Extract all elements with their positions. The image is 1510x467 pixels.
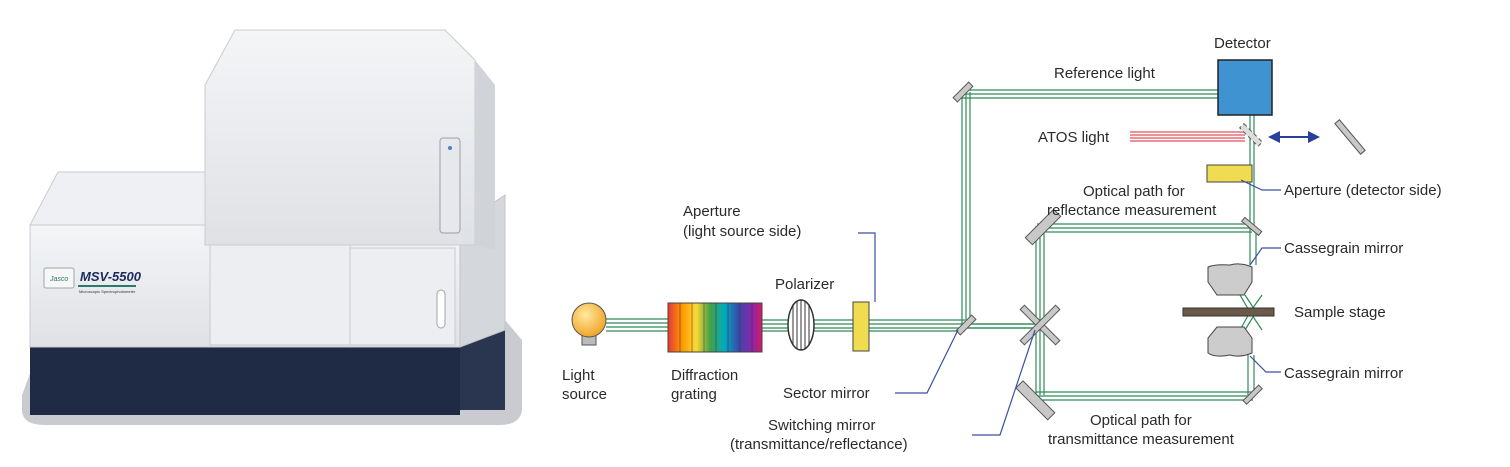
label-polarizer: Polarizer	[775, 276, 834, 293]
diffraction-grating	[667, 302, 763, 353]
model-subtitle: Microscopic Spectrophotometer	[79, 289, 136, 294]
label-switching-mirror-2: (transmittance/reflectance)	[730, 436, 908, 453]
label-diffraction-grating: Diffraction	[671, 367, 738, 384]
sample-stage	[1182, 307, 1275, 317]
label-aperture-detector: Aperture (detector side)	[1284, 182, 1442, 199]
optical-beams	[606, 89, 1263, 401]
label-sample-stage: Sample stage	[1294, 304, 1386, 321]
leader-lines	[858, 179, 1281, 436]
control-panel	[439, 137, 461, 234]
reflectance-mirror-right	[1240, 216, 1263, 237]
aperture-light-source	[852, 301, 870, 352]
polarizer	[787, 299, 815, 351]
brand-logo: Jasco	[49, 276, 68, 283]
model-name: MSV-5500	[80, 269, 142, 284]
reference-beam	[961, 89, 1218, 325]
labels: Light source Diffraction grating Polariz…	[562, 35, 1442, 453]
label-reference-light: Reference light	[1054, 65, 1156, 82]
atos-switch-mirror	[1238, 122, 1264, 148]
light-source	[571, 302, 607, 346]
instrument-base	[30, 345, 460, 415]
reference-mirror	[952, 81, 974, 103]
label-cassegrain-bottom: Cassegrain mirror	[1284, 365, 1403, 382]
reflectance-beam	[1035, 223, 1252, 395]
instrument-upper-body	[204, 29, 476, 246]
label-light-source-2: source	[562, 386, 607, 403]
label-cassegrain-top: Cassegrain mirror	[1284, 240, 1403, 257]
label-sector-mirror: Sector mirror	[783, 385, 870, 402]
cassegrain-mirror-bottom	[1207, 326, 1253, 357]
atos-beam	[1130, 131, 1245, 142]
label-aperture-source-2: (light source side)	[683, 223, 801, 240]
label-atos-light: ATOS light	[1038, 129, 1110, 146]
reflectance-mirror-left	[1024, 208, 1062, 246]
double-arrow-icon	[1268, 131, 1320, 143]
transmittance-beam	[1036, 228, 1263, 401]
label-transmittance-path-2: transmittance measurement	[1048, 431, 1235, 448]
transmittance-mirror-left	[1015, 380, 1056, 421]
label-reflectance-path: Optical path for	[1083, 183, 1185, 200]
label-switching-mirror: Switching mirror	[768, 417, 876, 434]
cassegrain-mirror-top	[1207, 263, 1253, 296]
label-light-source: Light	[562, 367, 595, 384]
detector	[1217, 59, 1273, 116]
aperture-detector	[1206, 164, 1253, 183]
atos-mirror	[1334, 119, 1366, 155]
instrument-illustration: Jasco MSV-5500 Microscopic Spectrophotom…	[22, 29, 522, 425]
label-transmittance-path: Optical path for	[1090, 412, 1192, 429]
sector-mirror	[955, 314, 977, 336]
label-aperture-source: Aperture	[683, 203, 741, 220]
transmittance-mirror-right	[1242, 384, 1263, 405]
label-detector: Detector	[1214, 35, 1271, 52]
bulb-icon	[571, 302, 607, 338]
label-diffraction-grating-2: grating	[671, 386, 717, 403]
label-reflectance-path-2: reflectance measurement	[1047, 202, 1217, 219]
switching-mirror	[1019, 304, 1061, 346]
